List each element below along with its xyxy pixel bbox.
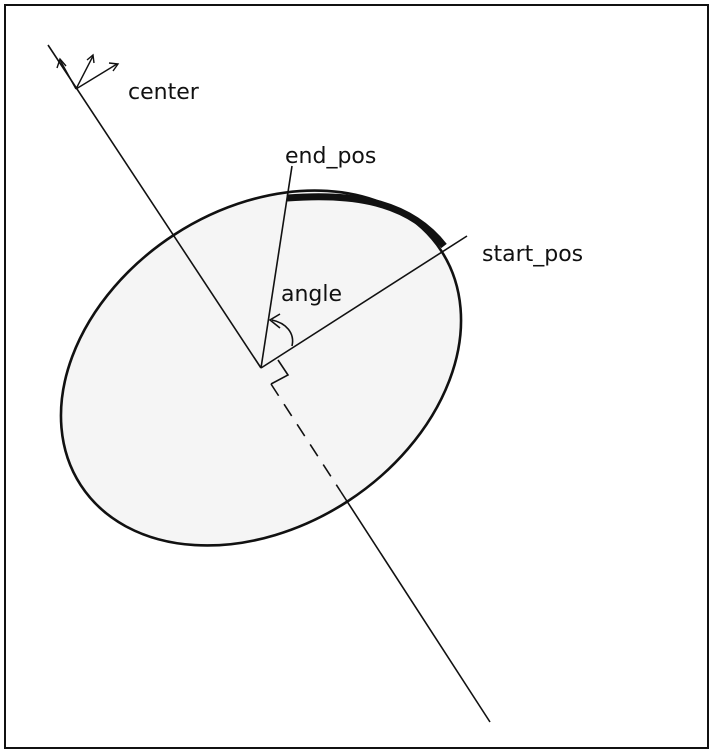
start-pos-label: start_pos bbox=[482, 242, 583, 267]
selected-arc bbox=[286, 193, 447, 249]
axes-icon bbox=[56, 53, 120, 90]
angle-label: angle bbox=[281, 282, 342, 307]
start-pos-ray bbox=[260, 235, 468, 369]
center-label: center bbox=[128, 80, 200, 105]
axis-line-lower bbox=[340, 491, 491, 723]
right-angle-marker bbox=[270, 359, 290, 385]
end-pos-label: end_pos bbox=[285, 144, 376, 169]
end-pos-ray bbox=[260, 165, 293, 369]
angle-arrowhead bbox=[268, 313, 281, 329]
angle-arc bbox=[271, 319, 294, 347]
axis-line-dashed bbox=[270, 383, 342, 493]
axis-line-upper bbox=[47, 44, 262, 369]
